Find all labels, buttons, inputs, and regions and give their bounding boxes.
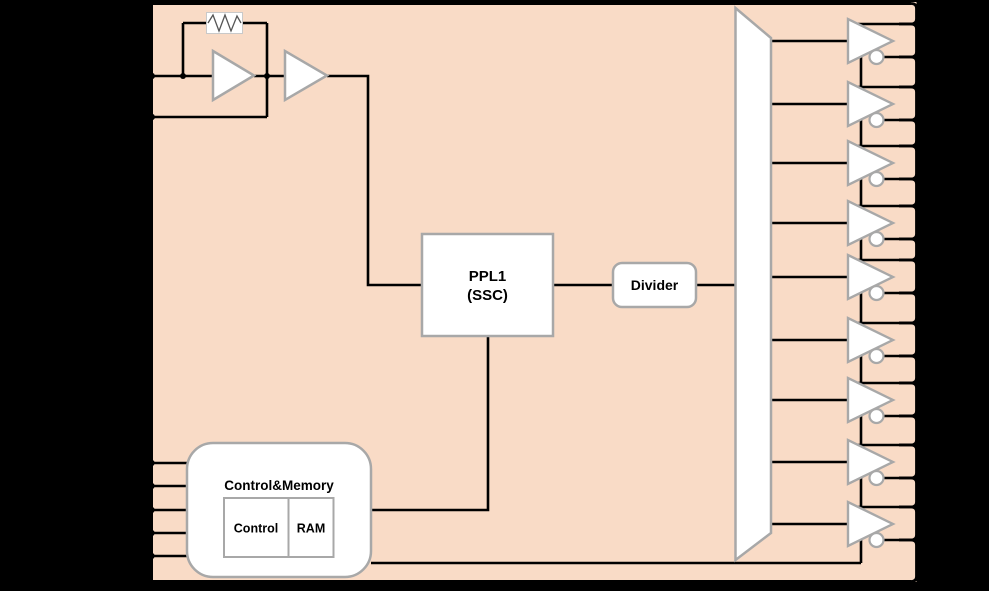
pin-end-dot — [915, 320, 920, 326]
chip-border — [150, 2, 911, 583]
edge-pin-tab — [899, 2, 918, 26]
control-memory-block: Control&Memory Control RAM — [185, 441, 373, 579]
edge-pin-tab — [899, 476, 918, 509]
oscillator-buffer-icon — [283, 48, 330, 103]
edge-pin-tab — [899, 204, 918, 241]
junction-dot — [180, 73, 186, 79]
pin-end-dot — [915, 537, 920, 543]
divider-block: Divider — [611, 261, 698, 309]
inverting-bubble-icon — [868, 347, 885, 365]
pin-end-dot — [915, 353, 920, 359]
pin-end-dot — [915, 290, 920, 296]
right-edge-pin-tabs — [899, 2, 918, 583]
pll-label-line2: (SSC) — [467, 287, 508, 304]
pin-end-dot — [915, 475, 920, 481]
pin-end-dot — [915, 442, 920, 448]
inverting-bubble-icon — [868, 531, 885, 549]
control-memory-title: Control&Memory — [224, 478, 334, 493]
edge-pin-tab — [899, 237, 918, 262]
edge-pin-tab — [899, 443, 918, 480]
divider-label: Divider — [631, 277, 679, 293]
resistor-box — [206, 12, 243, 34]
ram-label: RAM — [297, 522, 325, 536]
control-pin-dot — [148, 482, 155, 490]
edge-pin-tab — [899, 381, 918, 418]
control-label: Control — [234, 522, 278, 536]
inverting-bubble-icon — [868, 170, 885, 188]
osc-to-pll-wire — [327, 74, 422, 287]
pin-end-dot — [915, 504, 920, 510]
output-buffers — [846, 17, 896, 549]
edge-pin-tab — [899, 85, 918, 122]
osc-pin-dot — [148, 72, 155, 80]
control-pin-dot — [148, 506, 155, 514]
junction-dots — [148, 72, 270, 121]
edge-pin-tab — [899, 354, 918, 385]
edge-pin-tab — [899, 177, 918, 208]
edge-pin-tab — [899, 118, 918, 148]
pin-end-dot — [915, 257, 920, 263]
pin-end-dot — [915, 236, 920, 242]
control-pin-dot — [148, 529, 155, 537]
inverting-bubble-icon — [868, 48, 885, 66]
edge-pin-tab — [899, 414, 918, 447]
pin-end-dot — [915, 117, 920, 123]
edge-pin-tab — [899, 22, 918, 59]
pin-end-dot — [915, 54, 920, 60]
edge-pin-tab — [899, 291, 918, 325]
pin-end-dot — [915, 21, 920, 27]
resistor-icon — [207, 13, 242, 33]
pin-end-dot — [915, 413, 920, 419]
pll-to-control-wire — [371, 336, 490, 512]
clock-distribution-mux — [734, 5, 773, 563]
divider-box — [611, 261, 698, 309]
pin-end-dot — [915, 203, 920, 209]
pll-label-line1: PPL1 — [469, 268, 507, 285]
edge-pin-tab — [899, 538, 918, 583]
junction-dot — [264, 73, 270, 79]
control-pin-dot — [148, 552, 155, 560]
pin-end-dot — [915, 380, 920, 386]
edge-pin-tab — [899, 144, 918, 181]
inverting-bubble-icon — [868, 111, 885, 129]
control-pin-dot — [148, 459, 155, 467]
inverting-bubble-icon — [868, 407, 885, 425]
generated-wires — [148, 21, 920, 563]
osc-pin-dot — [148, 113, 155, 121]
edge-pin-tab — [899, 258, 918, 295]
inverting-bubble-icon — [868, 469, 885, 487]
edge-pin-tab — [899, 505, 918, 542]
pin-end-dot — [915, 176, 920, 182]
pll-box — [420, 232, 555, 338]
edge-pin-tab — [899, 55, 918, 89]
pin-end-dot — [915, 143, 920, 149]
crystal-oscillator — [206, 12, 330, 103]
edge-pin-tab — [899, 321, 918, 358]
ram-box — [287, 497, 335, 558]
inverting-bubble-icon — [868, 284, 885, 302]
oscillator-amplifier-icon — [211, 48, 257, 103]
pll-block: PPL1 (SSC) — [420, 232, 555, 338]
inverting-bubble-icon — [868, 230, 885, 248]
pin-end-dot — [915, 84, 920, 90]
